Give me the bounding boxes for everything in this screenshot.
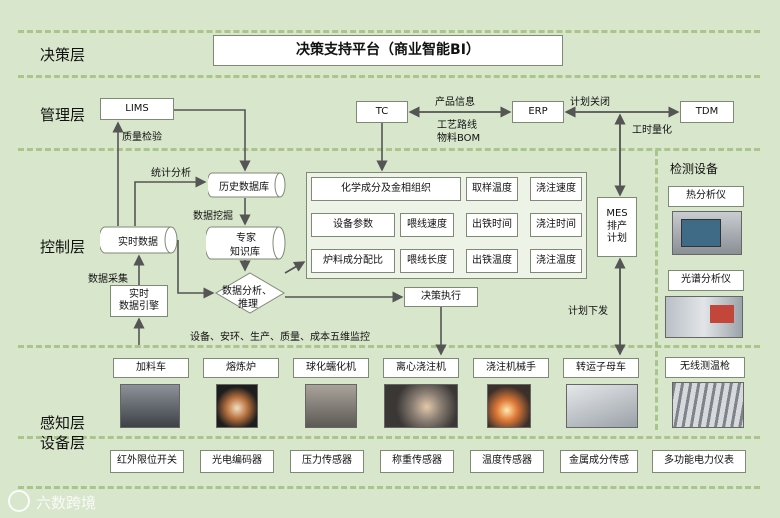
sensor-box: 光电编码器 [200, 450, 274, 473]
plan-issue-label: 计划下发 [568, 306, 608, 317]
layer-divider [18, 436, 760, 439]
layer-label-device: 设备层 [40, 434, 86, 452]
param-cell: 浇注速度 [530, 177, 582, 201]
equipment-label: 球化蠕化机 [293, 358, 369, 378]
expert-kb-label-1: 专家 [236, 233, 256, 244]
data-mining-label: 数据挖掘 [193, 211, 233, 222]
inspection-item: 热分析仪 [668, 186, 744, 207]
param-cell: 设备参数 [311, 213, 395, 237]
inspection-title: 检测设备 [670, 162, 719, 176]
thermal-analyzer-image [672, 211, 742, 255]
layer-label-control: 控制层 [40, 238, 86, 256]
equipment-label: 熔炼炉 [203, 358, 279, 378]
layer-divider [18, 75, 760, 78]
sensor-box: 压力传感器 [290, 450, 364, 473]
sensor-box: 金属成分传感 [560, 450, 638, 473]
process-route-label: 工艺路线 [437, 120, 477, 131]
quality-check-label: 质量检验 [122, 132, 162, 143]
feeding-cart-image [120, 384, 180, 428]
param-cell: 化学成分及金相组织 [311, 177, 461, 201]
layer-divider [18, 30, 760, 33]
layer-divider [18, 148, 760, 151]
mes-box: MES 排产 计划 [597, 197, 637, 257]
realtime-engine-box: 实时 数据引擎 [110, 285, 168, 317]
expert-kb-cylinder [206, 226, 286, 260]
equipment-label: 浇注机械手 [473, 358, 549, 378]
mes-label-2: 排产 [607, 220, 627, 232]
inspection-item: 无线测温枪 [665, 357, 745, 378]
param-cell: 出铁温度 [466, 249, 518, 273]
work-hours-label: 工时量化 [632, 125, 672, 136]
param-cell: 取样温度 [466, 177, 518, 201]
layer-divider [18, 345, 760, 348]
inspection-divider [655, 150, 658, 430]
stat-analysis-label: 统计分析 [151, 168, 191, 179]
realtime-data-cylinder [100, 226, 178, 254]
sensor-box: 温度传感器 [470, 450, 544, 473]
sensor-box: 称重传感器 [380, 450, 454, 473]
equipment-label: 离心浇注机 [383, 358, 459, 378]
watermark-logo [8, 490, 30, 512]
param-cell: 喂线速度 [400, 213, 454, 237]
equipment-label: 转运子母车 [563, 358, 639, 378]
analysis-diamond [215, 272, 285, 314]
realtime-data-label: 实时数据 [118, 237, 158, 248]
decision-exec-box: 决策执行 [404, 287, 478, 307]
param-cell: 出铁时间 [466, 213, 518, 237]
material-bom-label: 物料BOM [437, 133, 481, 144]
history-db-label: 历史数据库 [219, 182, 269, 193]
param-cell: 浇注温度 [530, 249, 582, 273]
transfer-cart-image [566, 384, 638, 428]
monitor-caption: 设备、安环、生产、质量、成本五维监控 [190, 332, 370, 343]
analysis-label-2: 推理 [238, 299, 258, 310]
spheroidizing-machine-image [305, 384, 357, 428]
centrifugal-caster-image [384, 384, 458, 428]
layer-label-management: 管理层 [40, 106, 86, 124]
mes-label-3: 计划 [607, 233, 627, 245]
layer-label-perception: 感知层 [40, 414, 86, 432]
tdm-box: TDM [680, 101, 734, 123]
expert-kb-label-2: 知识库 [230, 247, 260, 258]
wireless-thermometer-image [672, 382, 744, 428]
layer-divider [18, 486, 760, 489]
bi-platform-box: 决策支持平台（商业智能BI） [213, 35, 563, 66]
param-cell: 炉料成分配比 [311, 249, 395, 273]
data-collect-label: 数据采集 [88, 274, 128, 285]
history-db-cylinder [208, 172, 286, 198]
melting-furnace-image [216, 384, 258, 428]
sensor-box: 多功能电力仪表 [652, 450, 746, 473]
inspection-item: 光谱分析仪 [668, 270, 744, 291]
lims-box: LIMS [100, 98, 174, 120]
param-cell: 浇注时间 [530, 213, 582, 237]
mes-label-1: MES [606, 208, 628, 220]
analysis-label-1: 数据分析、 [222, 286, 272, 297]
realtime-engine-label-1: 实时 [129, 288, 149, 300]
casting-robot-image [487, 384, 531, 428]
sensor-box: 红外限位开关 [110, 450, 184, 473]
plan-close-label: 计划关闭 [570, 97, 610, 108]
param-cell: 喂线长度 [400, 249, 454, 273]
watermark-text: 六数跨境 [36, 494, 97, 512]
product-info-label: 产品信息 [435, 97, 475, 108]
tc-box: TC [356, 101, 408, 123]
spectrometer-image [665, 296, 743, 338]
realtime-engine-label-2: 数据引擎 [119, 301, 159, 312]
equipment-label: 加料车 [113, 358, 189, 378]
erp-box: ERP [512, 101, 564, 123]
layer-label-decision: 决策层 [40, 46, 86, 64]
